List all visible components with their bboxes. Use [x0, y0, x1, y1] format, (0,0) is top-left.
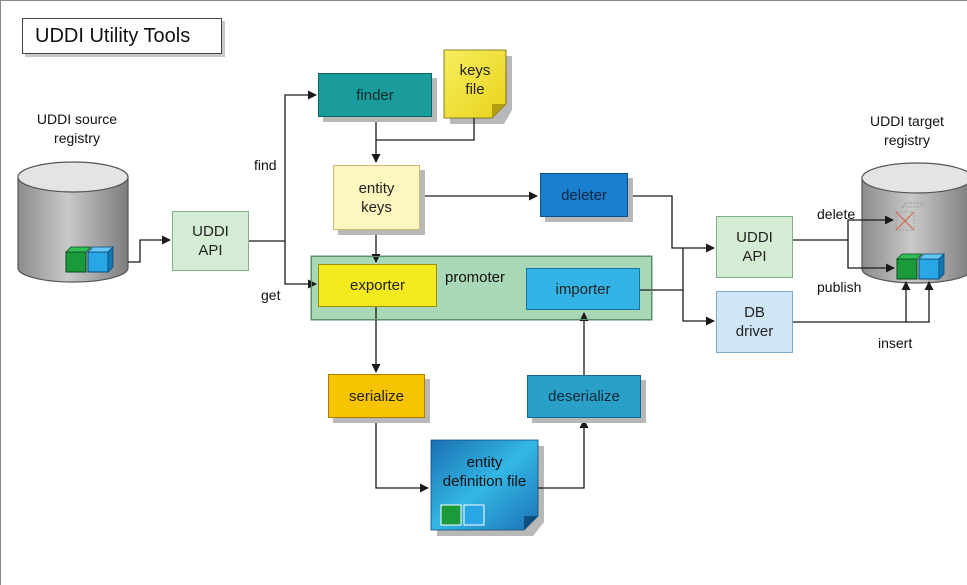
- entity-definition-file-label: entity definition file: [442, 454, 527, 490]
- exporter-box: exporter: [318, 264, 437, 307]
- source-registry-cylinder-icon: [17, 161, 129, 283]
- publish-label: publish: [817, 279, 862, 295]
- entity-definition-file-icon: [430, 439, 544, 536]
- serialize-box: serialize: [328, 374, 425, 418]
- finder-box: finder: [318, 73, 432, 117]
- importer-box: importer: [526, 268, 640, 310]
- target-registry-label: UDDI target registry: [870, 113, 944, 148]
- insert-label: insert: [878, 335, 913, 351]
- entity-keys-box: entity keys: [333, 165, 420, 230]
- source-registry-label: UDDI source registry: [36, 111, 118, 146]
- deleter-box: deleter: [540, 173, 628, 217]
- deserialize-box: deserialize: [527, 375, 641, 418]
- get-label: get: [261, 287, 281, 303]
- uddi-api-left-box: UDDI API: [172, 211, 249, 271]
- promoter-label: promoter: [445, 269, 506, 286]
- delete-label: delete: [817, 206, 856, 222]
- diagram-title: UDDI Utility Tools: [22, 18, 222, 54]
- published-entity-icon: [896, 253, 945, 280]
- keys-file-label: keys file: [459, 62, 491, 98]
- uddi-api-right-box: UDDI API: [716, 216, 793, 278]
- db-driver-box: DB driver: [716, 291, 793, 353]
- find-label: find: [254, 157, 277, 173]
- deleted-entity-icon: [895, 202, 926, 231]
- promoter-container: [311, 256, 652, 320]
- keys-file-icon: [443, 49, 512, 124]
